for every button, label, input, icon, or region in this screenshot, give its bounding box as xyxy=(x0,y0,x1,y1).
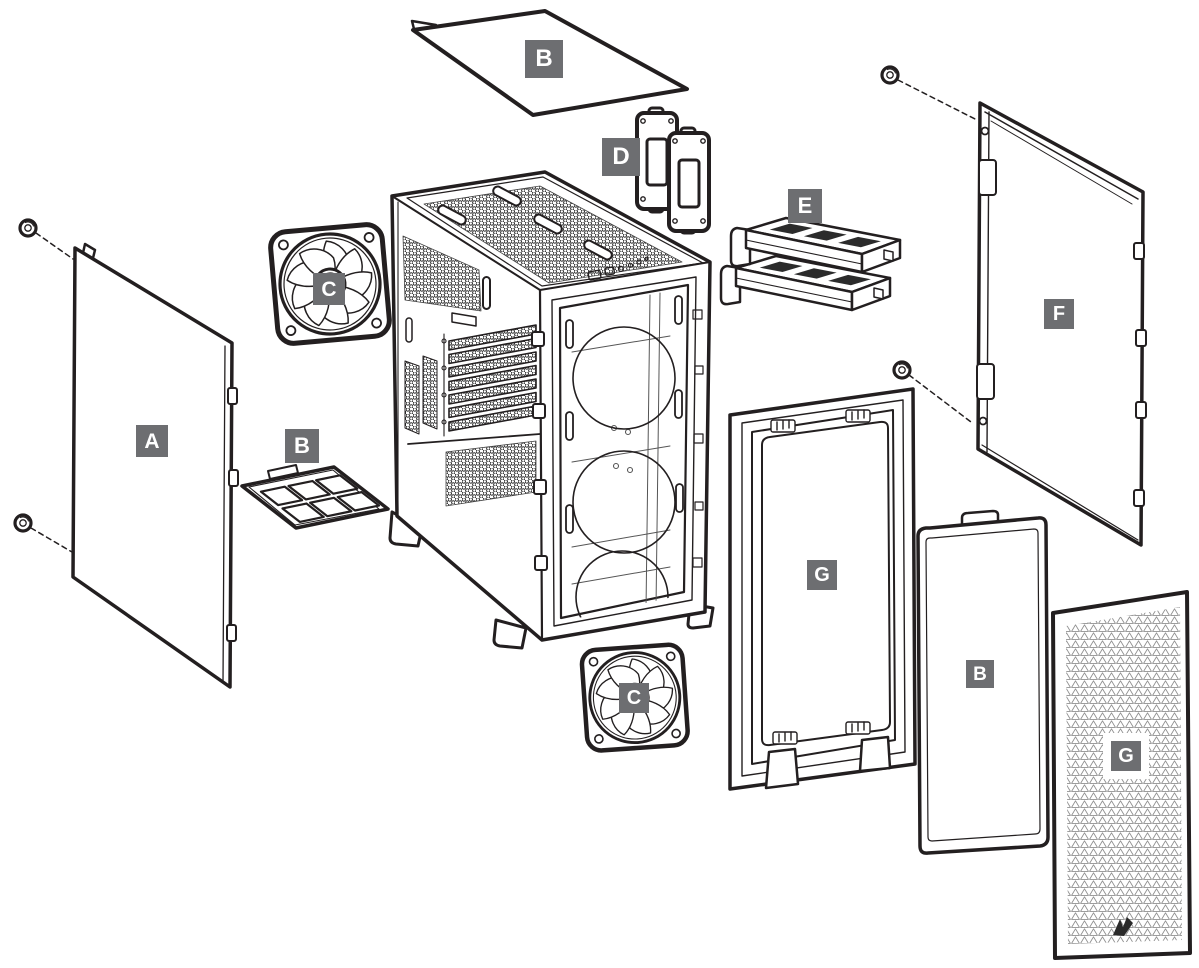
part-label-right-side-panel: F xyxy=(1044,299,1074,329)
part-label-front-mesh-panel: G xyxy=(1111,741,1141,771)
part-label-top-dust-filter: B xyxy=(525,40,563,78)
front-fan-openings xyxy=(572,326,676,622)
part-label-front-dust-filter: B xyxy=(966,660,994,688)
part-label-fan-upper: C xyxy=(313,273,345,305)
ssd-tray-brackets xyxy=(635,106,711,235)
part-label-bottom-dust-filter: B xyxy=(285,429,319,463)
thumbscrews xyxy=(13,65,978,553)
part-label-fan-lower: C xyxy=(619,683,649,713)
left-side-panel xyxy=(71,242,239,689)
bottom-dust-filter xyxy=(242,465,388,528)
part-label-ssd-tray-brackets: D xyxy=(602,138,640,176)
front-io-ports xyxy=(587,256,649,281)
hdd-trays xyxy=(719,216,902,312)
part-label-left-side-panel: A xyxy=(136,425,168,457)
pci-slots xyxy=(441,324,537,437)
front-mesh-panel xyxy=(1051,590,1192,960)
part-label-hdd-trays: E xyxy=(788,189,822,223)
corsair-logo xyxy=(1113,917,1133,936)
case-body xyxy=(388,170,715,650)
part-label-front-bezel-frame: G xyxy=(807,560,837,590)
